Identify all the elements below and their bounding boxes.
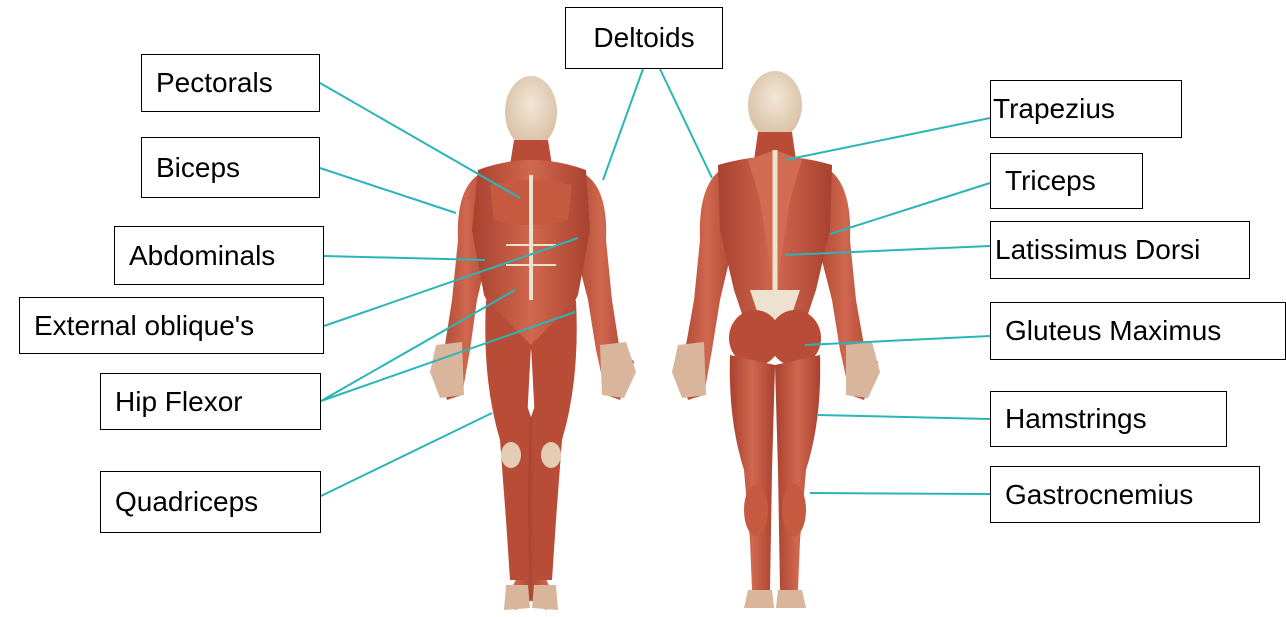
label-gluteus-maximus: Gluteus Maximus: [990, 302, 1286, 360]
front-body-figure: [430, 76, 636, 610]
label-abdominals: Abdominals: [114, 226, 324, 285]
label-trapezius: Trapezius: [990, 80, 1182, 138]
label-quadriceps: Quadriceps: [100, 471, 321, 533]
leader-line-triceps: [830, 183, 990, 234]
label-biceps: Biceps: [141, 137, 320, 198]
leader-line-quadriceps: [321, 413, 492, 496]
leader-line-trapezius: [785, 118, 990, 160]
label-latissimus-dorsi: Latissimus Dorsi: [990, 221, 1250, 279]
back-body-figure: [672, 71, 880, 608]
leader-line-deltoids-back: [660, 69, 712, 178]
leader-line-gluteus: [805, 336, 990, 345]
label-hip-flexor: Hip Flexor: [100, 373, 321, 430]
label-deltoids: Deltoids: [565, 7, 723, 69]
label-hamstrings: Hamstrings: [990, 391, 1227, 447]
leader-line-biceps: [320, 168, 456, 213]
leader-line-hamstrings: [818, 415, 990, 419]
label-pectorals: Pectorals: [141, 54, 320, 112]
leader-line-gastrocnemius: [810, 493, 990, 494]
leader-lines: [320, 69, 990, 496]
leader-line-pectorals: [320, 83, 520, 198]
label-triceps: Triceps: [990, 153, 1143, 209]
label-external-obliques: External oblique's: [19, 297, 324, 354]
leader-line-deltoids-front: [603, 69, 643, 180]
label-gastrocnemius: Gastrocnemius: [990, 466, 1260, 523]
